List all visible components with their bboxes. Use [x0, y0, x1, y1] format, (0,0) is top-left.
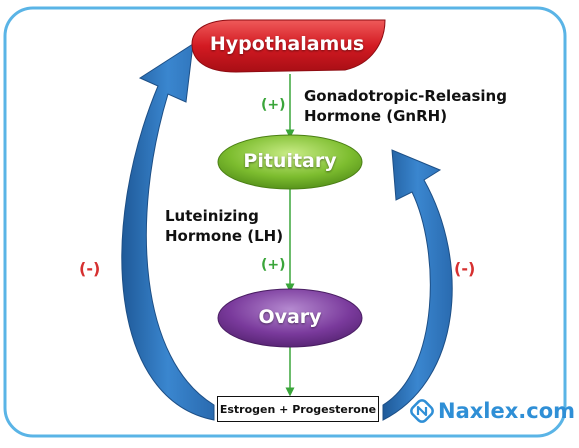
- gnrh-label: Gonadotropic-Releasing Hormone (GnRH): [304, 86, 507, 126]
- negative-sign-left: (-): [79, 259, 101, 278]
- negative-feedback-arrow-left: [121, 43, 215, 421]
- gnrh-label-line2: Hormone (GnRH): [304, 107, 448, 125]
- positive-sign-gnrh: (+): [261, 97, 286, 113]
- lh-label-line1: Luteinizing: [165, 207, 259, 225]
- ovary-node: [217, 288, 363, 348]
- negative-sign-right: (-): [454, 259, 476, 278]
- lh-label-line2: Hormone (LH): [165, 227, 284, 245]
- pituitary-label: Pituitary: [243, 150, 337, 172]
- brand-text: Naxlex.com: [438, 399, 576, 423]
- hypothalamus-node: [191, 19, 386, 73]
- gnrh-label-line1: Gonadotropic-Releasing: [304, 87, 507, 105]
- brand-watermark: Naxlex.com: [410, 399, 575, 423]
- estrogen-progesterone-box: Estrogen + Progesterone: [217, 396, 379, 422]
- negative-feedback-arrow-right: [382, 149, 453, 421]
- diagram-frame: [3, 6, 567, 438]
- pituitary-node: [217, 134, 363, 190]
- positive-sign-lh: (+): [261, 257, 286, 273]
- lh-label: Luteinizing Hormone (LH): [165, 206, 283, 246]
- hypothalamus-label: Hypothalamus: [209, 33, 365, 55]
- estrogen-progesterone-label: Estrogen + Progesterone: [219, 402, 377, 416]
- ovary-label: Ovary: [258, 306, 322, 328]
- naxlex-logo-icon: [410, 399, 434, 423]
